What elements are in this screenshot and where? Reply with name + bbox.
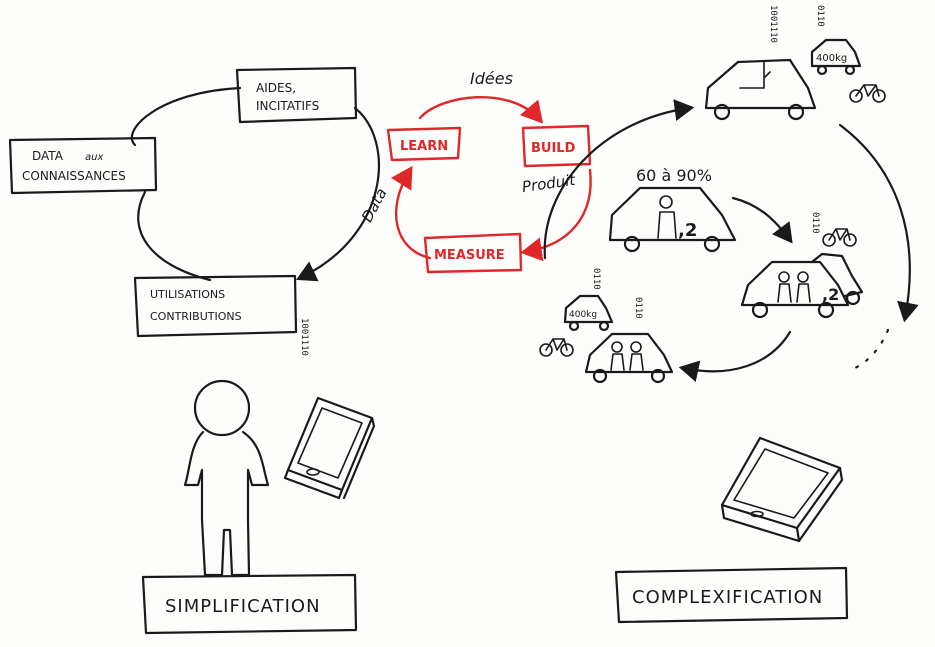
right-loop-arrow-to-mid-car [731, 196, 793, 244]
usage-line1: UTILISATIONS [150, 288, 225, 301]
phone-left-bits: 1001110 [299, 318, 309, 356]
passengers-a-label: ,2 [678, 220, 697, 241]
data-line1-script: aux [85, 152, 103, 163]
data-cycle-label: Data [358, 185, 391, 225]
phone-left-icon [283, 396, 376, 500]
car-bottom-bits-a: 0110 [591, 268, 601, 290]
car-bottom-weight-icon: 400kg [563, 294, 614, 332]
car-right-icon: ,2 [740, 252, 864, 319]
lean-cycle: LEARN BUILD MEASURE Idées Produit Data [358, 69, 592, 274]
car-top-bits-right: 0110 [815, 5, 825, 27]
build-label: BUILD [531, 141, 576, 156]
phone-right-icon [720, 436, 844, 543]
build-box: BUILD [521, 124, 592, 168]
car-middle-icon: ,2 [608, 186, 737, 253]
right-loop-dots [848, 328, 890, 372]
car-mid-bits: 0110 [810, 212, 820, 234]
simplification-label: SIMPLIFICATION [165, 596, 321, 617]
arrow-build-to-measure [520, 168, 592, 262]
aides-line1: AIDES, [256, 81, 296, 95]
complexification-label: COMPLEXIFICATION [632, 587, 823, 608]
usage-line2: CONTRIBUTIONS [150, 310, 242, 323]
right-loop-arrow-to-top-car [543, 99, 695, 260]
usage-box: UTILISATIONS CONTRIBUTIONS [133, 274, 298, 338]
right-loop-arrow-to-bottom-car [678, 330, 792, 382]
aides-box: AIDES, INCITATIFS [235, 66, 358, 124]
learn-label: LEARN [400, 139, 448, 154]
left-loop-arrow-to-usage [296, 106, 381, 282]
right-loop: 400kg 1001110 0110 ,2 60 à 90% [539, 5, 919, 384]
left-loop: AIDES, INCITATIFS DATA aux CONNAISSANCES… [8, 66, 381, 338]
ideas-label: Idées [470, 69, 513, 88]
bike-top-icon [849, 84, 886, 103]
right-loop-arrow-down [838, 123, 919, 323]
data-line1: DATA [32, 149, 64, 163]
data-line2: CONNAISSANCES [22, 169, 126, 183]
arrow-learn-to-build [418, 95, 544, 124]
bike-mid-icon [822, 228, 857, 247]
measure-label: MEASURE [434, 248, 505, 263]
data-box: DATA aux CONNAISSANCES [8, 136, 158, 195]
person-figure [183, 379, 270, 577]
car-bottom-icon [584, 332, 674, 384]
car-top-icon [704, 58, 817, 121]
occupancy-label: 60 à 90% [636, 166, 712, 185]
car-bottom-bits-b: 0110 [633, 297, 643, 319]
left-loop-arc [130, 86, 242, 282]
product-label: Produit [521, 171, 578, 196]
aides-line2: INCITATIFS [256, 99, 319, 113]
car-top-bits-left: 1001110 [768, 5, 778, 43]
complexification-box: COMPLEXIFICATION [614, 566, 849, 624]
weight-top-label: 400kg [816, 53, 847, 64]
car-top-weight-icon: 400kg [810, 38, 862, 76]
learn-box: LEARN [386, 126, 462, 162]
passengers-b-label: ,2 [822, 285, 839, 304]
arrow-measure-to-learn [390, 165, 432, 260]
bike-bottom-icon [539, 338, 574, 357]
simplification-box: SIMPLIFICATION [141, 573, 358, 635]
weight-bottom-label: 400kg [569, 310, 597, 320]
measure-box: MEASURE [423, 232, 523, 274]
